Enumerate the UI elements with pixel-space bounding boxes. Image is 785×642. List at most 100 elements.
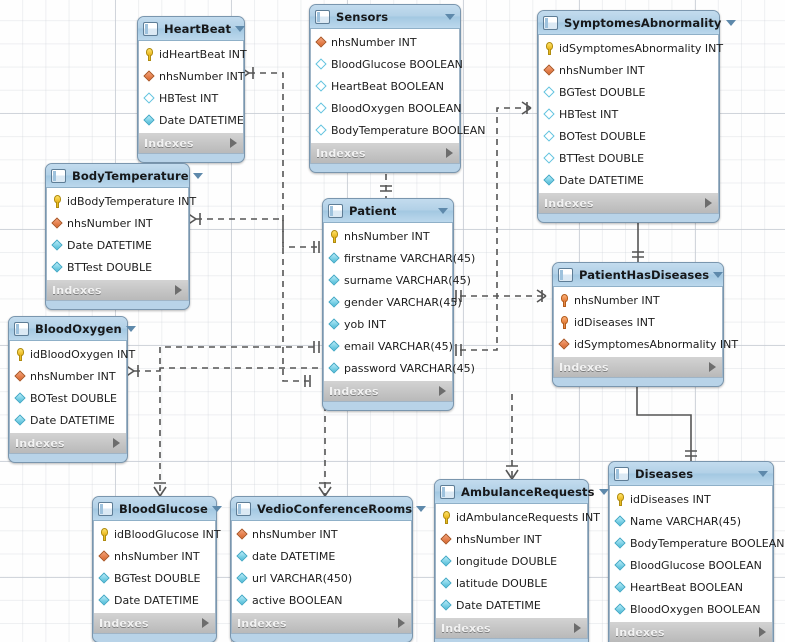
- entity-field[interactable]: nhsNumber INT: [94, 545, 215, 567]
- chevron-down-icon[interactable]: [192, 172, 203, 179]
- indexes-section[interactable]: Indexes: [538, 193, 719, 214]
- entity-field[interactable]: email VARCHAR(45): [324, 335, 453, 357]
- entity-field[interactable]: surname VARCHAR(45): [324, 269, 471, 291]
- entity-header[interactable]: BloodGlucose: [93, 497, 222, 521]
- entity-field[interactable]: latitude DOUBLE: [436, 572, 587, 594]
- chevron-right-icon[interactable]: [446, 148, 453, 158]
- entity-field[interactable]: idSymptomesAbnormality INT: [554, 333, 738, 355]
- indexes-section[interactable]: Indexes: [9, 433, 127, 454]
- chevron-down-icon[interactable]: [235, 25, 246, 32]
- entity-field[interactable]: nhsNumber INT: [554, 289, 722, 311]
- indexes-section[interactable]: Indexes: [310, 143, 460, 164]
- entity-field[interactable]: firstname VARCHAR(45): [324, 247, 475, 269]
- entity-field[interactable]: idSymptomesAbnormality INT: [539, 37, 723, 59]
- entity-field[interactable]: HBTest INT: [139, 87, 243, 109]
- entity-field[interactable]: BGTest DOUBLE: [94, 567, 215, 589]
- entity-field[interactable]: BTTest DOUBLE: [47, 256, 188, 278]
- entity-field[interactable]: password VARCHAR(45): [324, 357, 475, 379]
- chevron-down-icon[interactable]: [416, 505, 427, 512]
- chevron-right-icon[interactable]: [574, 623, 581, 633]
- chevron-right-icon[interactable]: [709, 362, 716, 372]
- entity-field[interactable]: idBloodGlucose INT: [94, 523, 221, 545]
- indexes-section[interactable]: Indexes: [323, 381, 453, 402]
- chevron-down-icon[interactable]: [125, 325, 136, 332]
- entity-field[interactable]: active BOOLEAN: [232, 589, 411, 611]
- entity-field[interactable]: HBTest INT: [539, 103, 718, 125]
- indexes-section[interactable]: Indexes: [138, 133, 244, 154]
- entity-field[interactable]: nhsNumber INT: [436, 528, 587, 550]
- entity-header[interactable]: VedioConferenceRooms: [231, 497, 427, 521]
- entity-field[interactable]: nhsNumber INT: [139, 65, 245, 87]
- chevron-down-icon[interactable]: [445, 13, 455, 20]
- chevron-right-icon[interactable]: [439, 386, 446, 396]
- entity-field[interactable]: idBloodOxygen INT: [10, 343, 135, 365]
- entity-field[interactable]: BloodGlucose BOOLEAN: [610, 554, 772, 576]
- entity-header[interactable]: Diseases: [609, 462, 773, 486]
- entity-field[interactable]: BOTest DOUBLE: [539, 125, 718, 147]
- entity-field[interactable]: longitude DOUBLE: [436, 550, 587, 572]
- chevron-down-icon[interactable]: [211, 505, 222, 512]
- entity-field[interactable]: Date DATETIME: [10, 409, 126, 431]
- indexes-section[interactable]: Indexes: [609, 622, 773, 642]
- entity-field[interactable]: Date DATETIME: [539, 169, 718, 191]
- entity-field[interactable]: nhsNumber INT: [232, 523, 411, 545]
- entity-field[interactable]: BodyTemperature BOOLEAN: [311, 119, 485, 141]
- entity-field[interactable]: url VARCHAR(450): [232, 567, 411, 589]
- entity-field[interactable]: Name VARCHAR(45): [610, 510, 772, 532]
- entity-field[interactable]: BGTest DOUBLE: [539, 81, 718, 103]
- entity-field[interactable]: HeartBeat BOOLEAN: [610, 576, 772, 598]
- chevron-right-icon[interactable]: [230, 138, 237, 148]
- entity-field[interactable]: idBodyTemperature INT: [47, 190, 196, 212]
- entity-header[interactable]: Patient: [323, 199, 453, 223]
- chevron-down-icon[interactable]: [713, 271, 724, 278]
- entity-header[interactable]: HeartBeat: [138, 17, 246, 41]
- chevron-down-icon[interactable]: [438, 207, 448, 214]
- indexes-section[interactable]: Indexes: [435, 618, 588, 639]
- entity-field[interactable]: idAmbulanceRequests INT: [436, 506, 600, 528]
- entity-header[interactable]: BloodOxygen: [9, 317, 136, 341]
- chevron-right-icon[interactable]: [705, 198, 712, 208]
- indexes-section[interactable]: Indexes: [93, 613, 216, 634]
- chevron-right-icon[interactable]: [175, 285, 182, 295]
- entity-header[interactable]: PatientHasDiseases: [553, 263, 724, 287]
- entity-field[interactable]: idHeartBeat INT: [139, 43, 247, 65]
- entity-field[interactable]: BloodGlucose BOOLEAN: [311, 53, 463, 75]
- entity-field[interactable]: gender VARCHAR(45): [324, 291, 462, 313]
- entity-header[interactable]: Sensors: [310, 5, 460, 29]
- entity-field[interactable]: BloodOxygen BOOLEAN: [610, 598, 772, 620]
- entity-field[interactable]: BodyTemperature BOOLEAN: [610, 532, 784, 554]
- entity-header[interactable]: AmbulanceRequests: [435, 480, 609, 504]
- entity-field[interactable]: nhsNumber INT: [324, 225, 452, 247]
- entity-field[interactable]: yob INT: [324, 313, 452, 335]
- indexes-section[interactable]: Indexes: [46, 280, 189, 301]
- chevron-right-icon[interactable]: [398, 618, 405, 628]
- entity-field[interactable]: Date DATETIME: [47, 234, 188, 256]
- entity-field[interactable]: Date DATETIME: [94, 589, 215, 611]
- chevron-right-icon[interactable]: [202, 618, 209, 628]
- entity-header[interactable]: BodyTemperature: [46, 164, 203, 188]
- chevron-down-icon[interactable]: [725, 19, 736, 26]
- entity-header[interactable]: SymptomesAbnormality: [538, 11, 736, 35]
- chevron-down-icon[interactable]: [758, 470, 768, 477]
- chevron-down-icon[interactable]: [598, 488, 609, 495]
- entity-field[interactable]: BloodOxygen BOOLEAN: [311, 97, 461, 119]
- entity-field[interactable]: nhsNumber INT: [539, 59, 718, 81]
- entity-field[interactable]: nhsNumber INT: [311, 31, 459, 53]
- entity-field[interactable]: idDiseases INT: [610, 488, 772, 510]
- entity-field[interactable]: nhsNumber INT: [10, 365, 126, 387]
- entity-field[interactable]: BTTest DOUBLE: [539, 147, 718, 169]
- entity-field[interactable]: idDiseases INT: [554, 311, 722, 333]
- entity-field[interactable]: nhsNumber INT: [47, 212, 188, 234]
- entity-field[interactable]: Date DATETIME: [436, 594, 587, 616]
